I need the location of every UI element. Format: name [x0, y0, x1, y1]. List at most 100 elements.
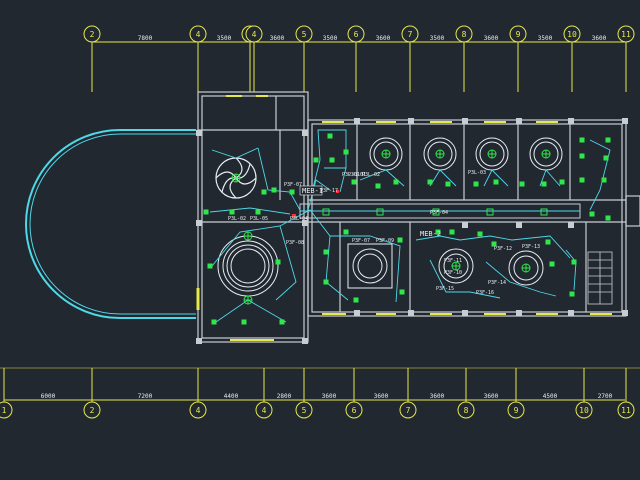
device-marker [601, 177, 607, 183]
top-dimension-label: 3500 [323, 35, 338, 42]
bottom-axis-label: 11 [621, 406, 631, 415]
device-marker [353, 297, 359, 303]
top-axis-label: 5 [302, 30, 307, 39]
light-fixture-icon [243, 231, 253, 241]
device-marker [473, 181, 479, 187]
top-dimension-label: 3500 [430, 35, 445, 42]
top-axis-label: 4 [196, 30, 201, 39]
top-axis-bubble: 9 [509, 25, 527, 92]
light-fixture-icon [381, 149, 391, 159]
top-axis-label: 9 [516, 30, 521, 39]
device-marker [519, 181, 525, 187]
bottom-dimension-label: 4400 [224, 393, 239, 400]
bottom-axis-label: 2 [90, 406, 95, 415]
top-axis-bubble: 7 [401, 25, 419, 92]
outlet-icon [486, 208, 494, 216]
windows [196, 95, 612, 341]
circuit-label: P3F-07 [284, 182, 302, 188]
device-marker [323, 249, 329, 255]
bottom-dimension-label: 7200 [138, 393, 153, 400]
outlet-icon [322, 208, 330, 216]
circuit-label: P3L-02 [228, 216, 246, 222]
device-marker [323, 279, 329, 285]
device-marker [605, 215, 611, 221]
circuit-label: P3F-13 [522, 244, 540, 250]
bottom-dimension-label: 2800 [277, 393, 292, 400]
device-marker [211, 319, 217, 325]
device-marker [549, 261, 555, 267]
circuit-label: P3F-17 [320, 188, 338, 194]
bottom-axis-bubble: 2 [83, 368, 101, 419]
device-marker [255, 209, 261, 215]
circuit-label: P3F-11 [444, 258, 462, 264]
electrical-devices [203, 133, 611, 325]
device-marker [579, 137, 585, 143]
bottom-axis-bubble: 4 [189, 368, 207, 419]
device-marker [435, 229, 441, 235]
bottom-axis-bubble: 11 [617, 368, 635, 419]
top-dimension-label: 3600 [270, 35, 285, 42]
bottom-dimension-label: 3600 [374, 393, 389, 400]
circuit-label: P3F-16 [476, 290, 494, 296]
circuit-label: P3F-15 [436, 286, 454, 292]
device-marker [399, 289, 405, 295]
device-marker [545, 239, 551, 245]
device-marker [393, 179, 399, 185]
circuit-label: P3L-03 [468, 170, 486, 176]
device-marker [541, 181, 547, 187]
top-axis-label: 11 [621, 30, 631, 39]
light-fixture-icon [231, 173, 241, 183]
device-marker [351, 179, 357, 185]
bottom-dimension-label: 3600 [484, 393, 499, 400]
top-axis-bubble: 11 [617, 25, 635, 92]
bottom-axis-bubble: 1 [0, 368, 13, 419]
top-axis-bubble: 4 [245, 25, 263, 92]
device-marker [289, 189, 295, 195]
circuit-label: P3L-01 [342, 172, 360, 178]
device-marker [491, 241, 497, 247]
bottom-axis-label: 1 [2, 406, 7, 415]
bottom-dimension-label: 6000 [41, 393, 56, 400]
circuit-label: P3F-08 [286, 240, 304, 246]
stair [587, 251, 613, 305]
device-marker [579, 177, 585, 183]
device-marker [449, 229, 455, 235]
top-axis-bubble: 5 [295, 25, 313, 92]
top-axis-bubbles: 2424567891011 [83, 25, 635, 92]
bottom-axis-bubble: 4 [255, 368, 273, 419]
top-axis-label: 7 [408, 30, 413, 39]
panel-meb-2: MEB-2 [420, 230, 441, 238]
bottom-axis-label: 6 [352, 406, 357, 415]
top-dimension-label: 3500 [538, 35, 553, 42]
device-marker [343, 149, 349, 155]
device-marker [261, 189, 267, 195]
bottom-axis-label: 4 [262, 406, 267, 415]
light-fixture-icon [243, 295, 253, 305]
device-marker [343, 229, 349, 235]
bottom-axis-bubble: 7 [399, 368, 417, 419]
device-marker [569, 291, 575, 297]
device-marker [327, 133, 333, 139]
cable-tray [299, 203, 581, 219]
circuit-label: P3F-09 [376, 238, 394, 244]
outlet-icon [432, 208, 440, 216]
device-marker [207, 263, 213, 269]
device-marker [203, 209, 209, 215]
device-marker [313, 157, 319, 163]
top-dimension-label: 3500 [217, 35, 232, 42]
light-fixture-icon [521, 263, 531, 273]
top-axis-bubble: 8 [455, 25, 473, 92]
bottom-dimension-label: 3600 [430, 393, 445, 400]
top-axis-label: 4 [252, 30, 257, 39]
bottom-axis-bubble: 10 [575, 368, 593, 419]
bottom-axis-label: 9 [514, 406, 519, 415]
circuit-label: P3F-14 [488, 280, 506, 286]
top-axis-bubble: 2 [83, 25, 101, 92]
device-marker [559, 179, 565, 185]
accent-marks [292, 190, 339, 218]
light-fixture-icon [541, 149, 551, 159]
panel-labels: MEB-1 MEB-2 [299, 185, 441, 238]
